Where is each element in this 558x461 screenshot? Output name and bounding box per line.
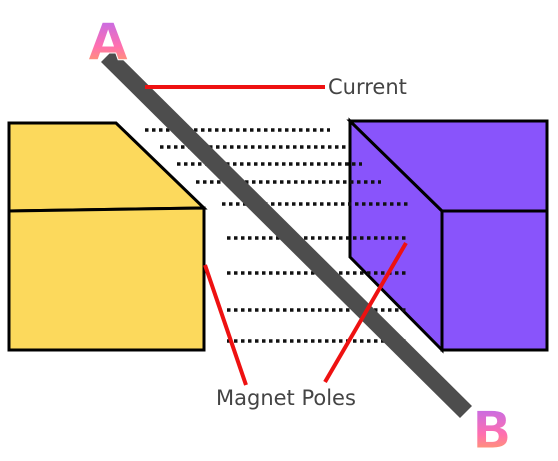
pointer-lines [145, 85, 408, 386]
left-magnet-pole [7, 121, 208, 352]
end-b-label: B [472, 401, 512, 461]
right-magnet-pole [346, 117, 549, 354]
left-pole-pointer-line [203, 264, 248, 386]
left-pole-front-face [7, 206, 206, 352]
right-pole-front-face [440, 209, 549, 352]
current-conductor [101, 49, 472, 419]
magnet-poles-label: Magnet Poles [216, 386, 356, 410]
left-pole-top-face [7, 121, 208, 213]
right-pole-pointer-line [323, 241, 408, 384]
current-label: Current [328, 75, 407, 99]
end-a-label: A [88, 13, 128, 73]
